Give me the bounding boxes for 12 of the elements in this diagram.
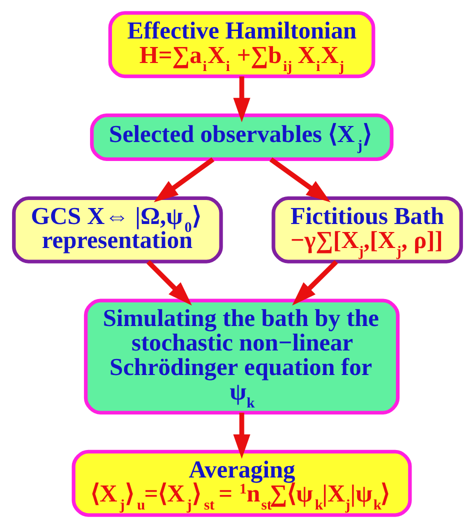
node-box: Simulating the bath by the stochastic non−linear Schrödinger equation for ψ$_{k}$ xyxy=(83,298,400,414)
arrow xyxy=(153,157,214,202)
arrow xyxy=(292,260,338,306)
node-box: Fictitious Bath −γ∑[X$_{j}$,[X$_{j}$, ρ]] xyxy=(271,196,462,264)
node-box: GCS X⇔ |Ω,ψ$_{0}$⟩ representation xyxy=(12,196,222,264)
node-box: Selected observables ⟨X$_{j}$⟩ xyxy=(90,114,393,162)
arrow xyxy=(232,76,250,122)
arrow xyxy=(232,412,250,459)
node-box: Averaging ⟨X$_{j}$⟩$_{u}$=⟨X$_{j}$⟩$_{st}$ = $^{1}$n$_{st}$∑⟨ψ$_{k}$|X$_{j}$|ψ$_{k}$⟩ xyxy=(71,450,412,517)
node-box: Effective Hamiltonian H=∑a$_{i}$X$_{i}$ +∑b$_{ij}$ X$_{i}$X$_{j}$ xyxy=(108,11,375,78)
arrow xyxy=(146,260,192,306)
arrow xyxy=(268,157,330,202)
